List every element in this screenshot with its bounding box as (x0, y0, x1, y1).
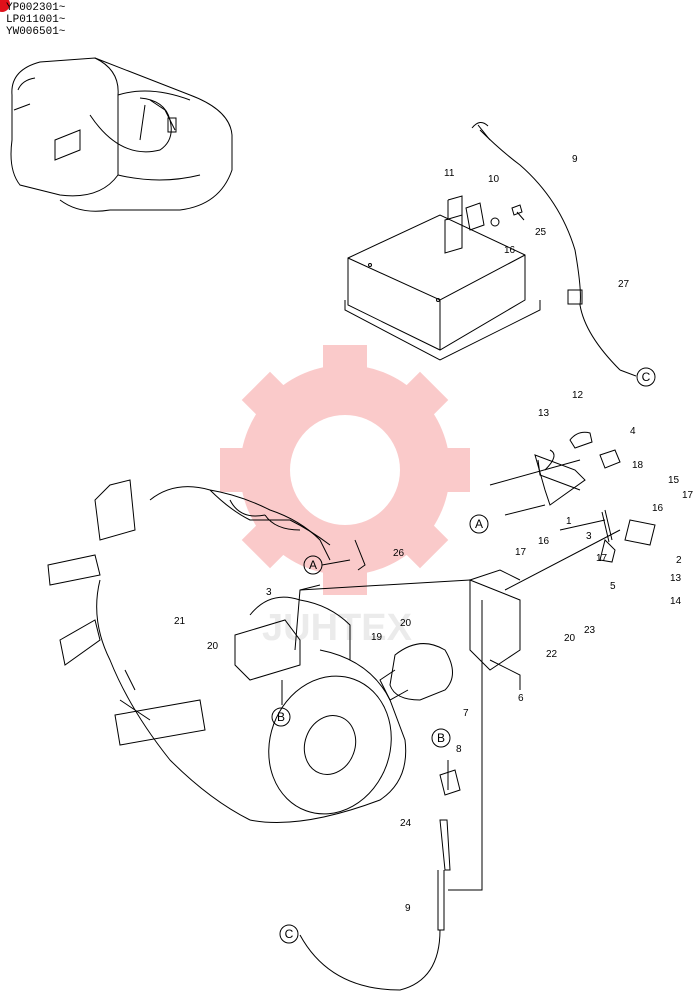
reference-markers (271, 367, 656, 944)
callout-27: 27 (618, 279, 630, 290)
serial-range-line: LP011001~ (6, 14, 66, 26)
engine-sketch (47, 479, 407, 823)
watermark-text: JUHTEX (262, 607, 413, 649)
reference-marker-c-bottom (279, 924, 299, 944)
reference-label-b-left: B (277, 710, 285, 724)
corner-red-marker (0, 0, 10, 12)
callout-4: 4 (630, 426, 636, 437)
callout-18: 18 (632, 460, 644, 471)
callout-6: 6 (518, 693, 524, 704)
callout-16-mid: 16 (538, 536, 550, 547)
reference-label-a-engine: A (309, 558, 317, 572)
serial-range-line: YW006501~ (6, 26, 66, 38)
reference-label-c-bottom: C (285, 927, 294, 941)
callout-19: 19 (371, 632, 383, 643)
reference-label-b-right: B (437, 731, 445, 745)
callout-7: 7 (463, 708, 469, 719)
callout-17-right: 17 (682, 490, 694, 501)
callout-9-upper: 9 (572, 154, 578, 165)
callout-13-lower: 13 (670, 573, 682, 584)
reference-marker-a-right (469, 514, 489, 534)
callout-25: 25 (535, 227, 547, 238)
reference-marker-b-right (431, 728, 451, 748)
callout-24: 24 (400, 818, 412, 829)
part-callouts: 9 27 11 10 16 25 12 13 4 18 15 17 16 2 1… (174, 154, 694, 914)
callout-1: 1 (566, 516, 572, 527)
leader-lines (281, 369, 637, 991)
callout-3-engine: 3 (266, 587, 272, 598)
callout-20-left: 20 (207, 641, 219, 652)
watermark-gear-icon (220, 345, 470, 595)
callout-16-upper: 16 (504, 245, 516, 256)
reference-label-a-right: A (475, 517, 483, 531)
console-box-sketch (344, 122, 621, 371)
reference-marker-c-top (636, 367, 656, 387)
reference-marker-a-engine (303, 555, 323, 575)
callout-14: 14 (670, 596, 682, 607)
reference-label-c-top: C (642, 370, 651, 384)
callout-20-right: 20 (564, 633, 576, 644)
serial-number-ranges: YP002301~ LP011001~ YW006501~ (6, 2, 65, 38)
callout-15: 15 (668, 475, 680, 486)
callout-3: 3 (586, 531, 592, 542)
callout-16-right: 16 (652, 503, 664, 514)
callout-20-mid: 20 (400, 618, 412, 629)
machine-overview-sketch (10, 57, 233, 212)
watermark: JUHTEX (220, 345, 470, 649)
callout-21: 21 (174, 616, 186, 627)
callout-9-lower: 9 (405, 903, 411, 914)
callout-13-upper: 13 (538, 408, 550, 419)
reference-marker-b-left (271, 707, 291, 727)
callout-11: 11 (444, 168, 455, 179)
callout-17-mid: 17 (596, 553, 608, 564)
callout-8: 8 (456, 744, 462, 755)
callout-2: 2 (676, 555, 682, 566)
callout-17-left: 17 (515, 547, 527, 558)
serial-range-line: YP002301~ (6, 2, 66, 14)
callout-22: 22 (546, 649, 558, 660)
reference-marker-labels: A A B B C C (277, 370, 651, 941)
callout-5: 5 (610, 581, 616, 592)
callout-23: 23 (584, 625, 596, 636)
callout-10: 10 (488, 174, 500, 185)
callout-12: 12 (572, 390, 584, 401)
callout-26: 26 (393, 548, 405, 559)
